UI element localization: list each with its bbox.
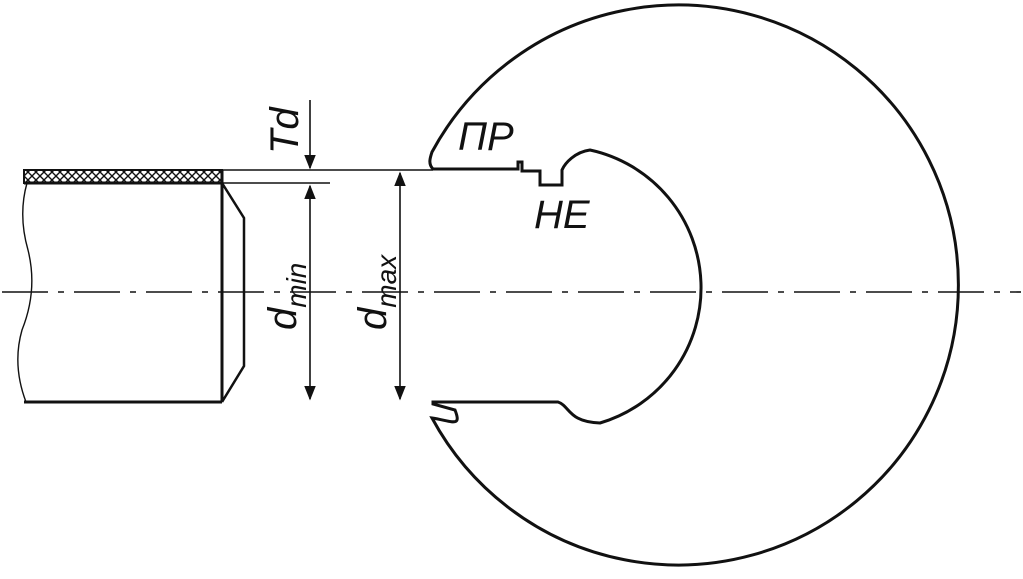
label-dmin-main: d — [261, 306, 305, 330]
label-dmax-main: d — [351, 306, 395, 330]
label-dmax: dmax — [351, 254, 402, 330]
label-no-go-side: НЕ — [534, 193, 591, 237]
label-dmin-sub: min — [281, 263, 312, 308]
label-dmin-group: dmin — [261, 263, 312, 330]
label-tolerance: Td — [263, 106, 307, 154]
label-dmax-sub: max — [371, 254, 402, 308]
label-tolerance-group: Td — [263, 106, 307, 154]
label-dmax-group: dmax — [351, 254, 402, 330]
shaft-knurl-band — [23, 169, 223, 184]
label-dmin: dmin — [261, 263, 312, 330]
shaft — [17, 169, 246, 404]
shaft-chamfer — [220, 182, 246, 403]
shaft-break-line — [17, 182, 33, 403]
label-go-side: ПР — [458, 115, 514, 159]
snap-gauge-body — [428, 3, 960, 567]
